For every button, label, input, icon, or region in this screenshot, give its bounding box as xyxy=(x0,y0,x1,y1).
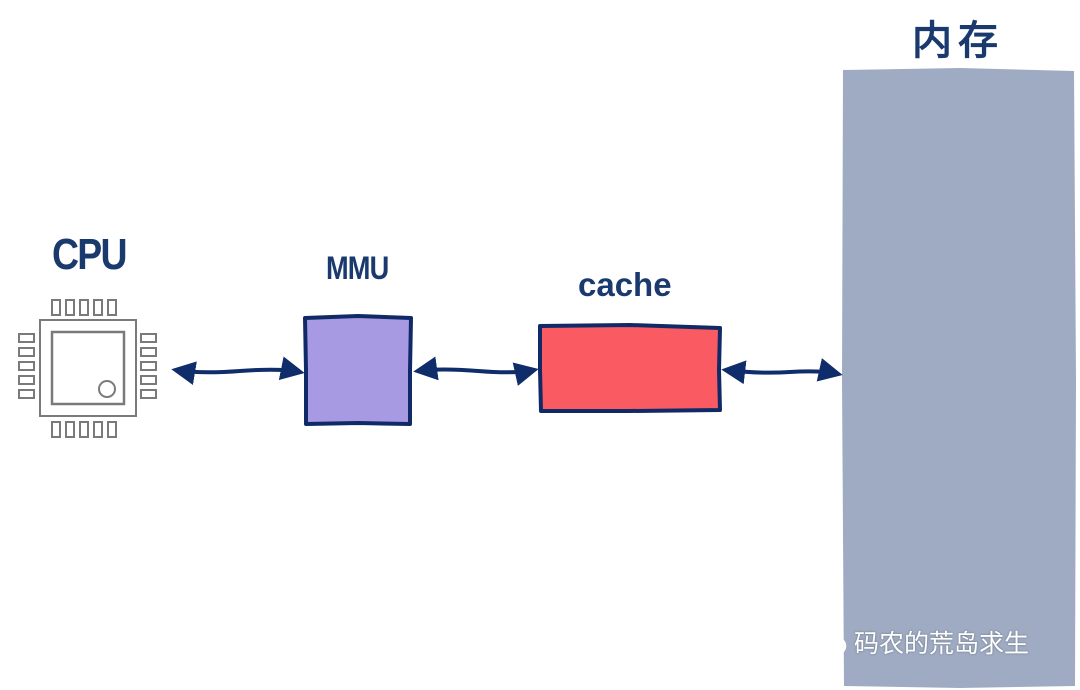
wechat-icon xyxy=(808,626,847,657)
cache-block xyxy=(538,323,722,413)
memory-block xyxy=(842,68,1076,688)
cache-memory-arrow xyxy=(721,358,843,385)
mmu-block xyxy=(303,314,413,426)
cpu-chip-icon xyxy=(18,299,157,438)
cache-label: cache xyxy=(578,266,672,303)
memory-label: 内存 xyxy=(912,17,1004,64)
mmu-cache-arrow xyxy=(413,356,539,386)
watermark-text: 码农的荒岛求生 xyxy=(854,629,1030,658)
mmu-label: MMU xyxy=(326,250,389,286)
cpu-mmu-arrow xyxy=(171,356,305,385)
watermark: 码农的荒岛求生 xyxy=(808,622,1029,662)
cpu-label: CPU xyxy=(52,230,128,279)
